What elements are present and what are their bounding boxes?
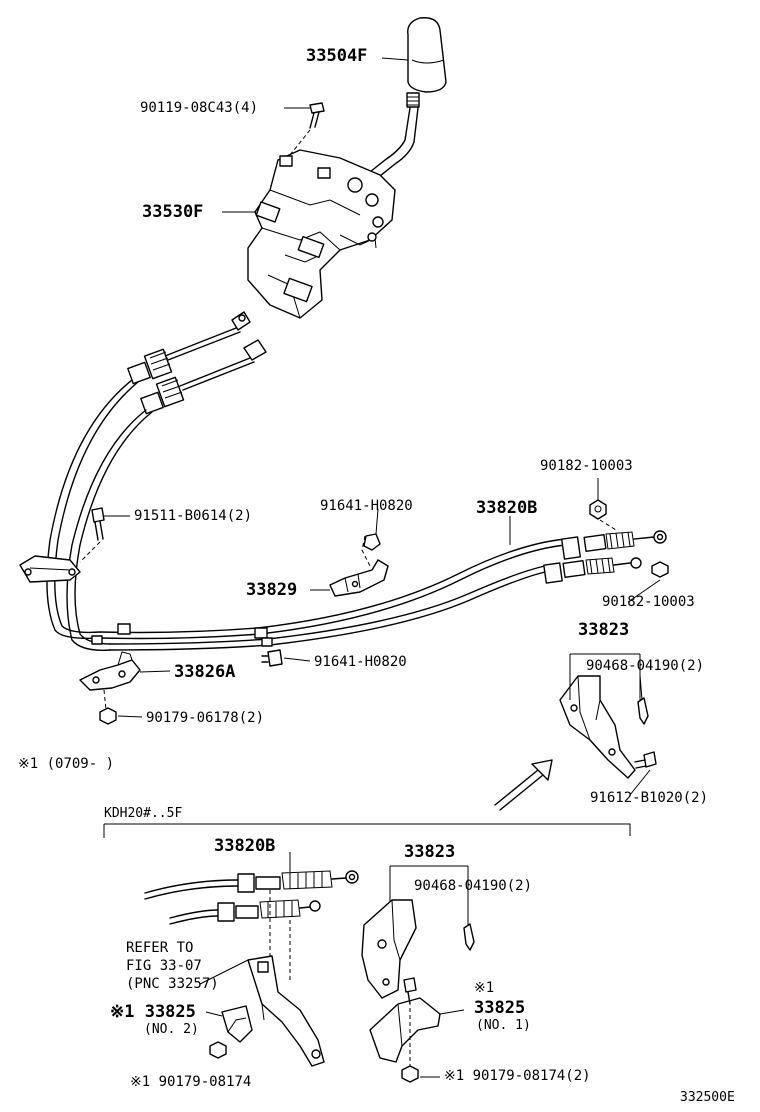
refer-line-3: (PNC 33257) [126,976,219,992]
label-33504f: 33504F [306,46,368,66]
direction-arrow [494,759,553,811]
label-90119: 90119-08C43(4) [140,100,259,116]
label-91641-bottom: 91641-H0820 [314,654,407,670]
inset-mark-right: ※1 [474,980,495,996]
inset-label-90468: 90468-04190(2) [414,878,533,894]
inset-label-33823: 33823 [404,842,456,862]
label-91511: 91511-B0614(2) [134,508,253,524]
variant-inset-frame [103,823,631,838]
bolt-90119-drawing [289,102,325,156]
inset-label-33825-left: ※1 33825 [110,1002,196,1022]
inset-bracket-33823-drawing [361,865,475,999]
nut-90179-drawing [99,707,117,725]
inset-label-no1: (NO. 1) [476,1018,531,1033]
main-leader-lines [104,57,661,796]
nut-90182-drawing [589,499,669,578]
shift-lever-housing-drawing [247,149,396,319]
inset-label-90179-left: ※1 90179-08174 [130,1074,252,1090]
figure-code: 332500E [680,1090,735,1105]
label-91641-top: 91641-H0820 [320,498,413,514]
inset-label-no2: (NO. 2) [144,1022,199,1037]
shift-lever-rod-drawing [369,107,419,177]
inset-label-33825-right: 33825 [474,998,526,1018]
inset-bracket-33825-no1-drawing [369,977,465,1083]
inset-leader-lines [205,852,440,1078]
label-33829: 33829 [246,580,298,600]
label-90468: 90468-04190(2) [586,658,705,674]
inset-bracket-33825-no2-drawing [199,955,325,1067]
bracket-33829-drawing [329,533,389,597]
label-33823: 33823 [578,620,630,640]
inset-label-90179-right: ※1 90179-08174(2) [444,1068,591,1084]
bracket-33823-drawing [559,675,657,779]
label-90182-mid: 90182-10003 [602,594,695,610]
label-33826a: 33826A [174,662,236,682]
note-applicability: ※1 (0709- ) [18,756,115,772]
label-33820b: 33820B [476,498,538,518]
bracket-33826a-drawing [79,651,141,711]
refer-line-2: FIG 33-07 [126,958,202,974]
inset-cables-drawing [144,870,359,980]
variant-label: KDH20#..5F [104,806,183,821]
refer-line-1: REFER TO [126,940,194,956]
shift-cables-drawing [19,311,667,651]
label-33530f: 33530F [142,202,204,222]
inset-label-33820b: 33820B [214,836,276,856]
bolt-91511-drawing [79,507,105,563]
label-90182-top: 90182-10003 [540,458,633,474]
bolt-91641-bottom-drawing [261,649,283,667]
label-91612: 91612-B1020(2) [590,790,709,806]
label-90179-main: 90179-06178(2) [146,710,265,726]
shift-knob-drawing [406,17,447,108]
